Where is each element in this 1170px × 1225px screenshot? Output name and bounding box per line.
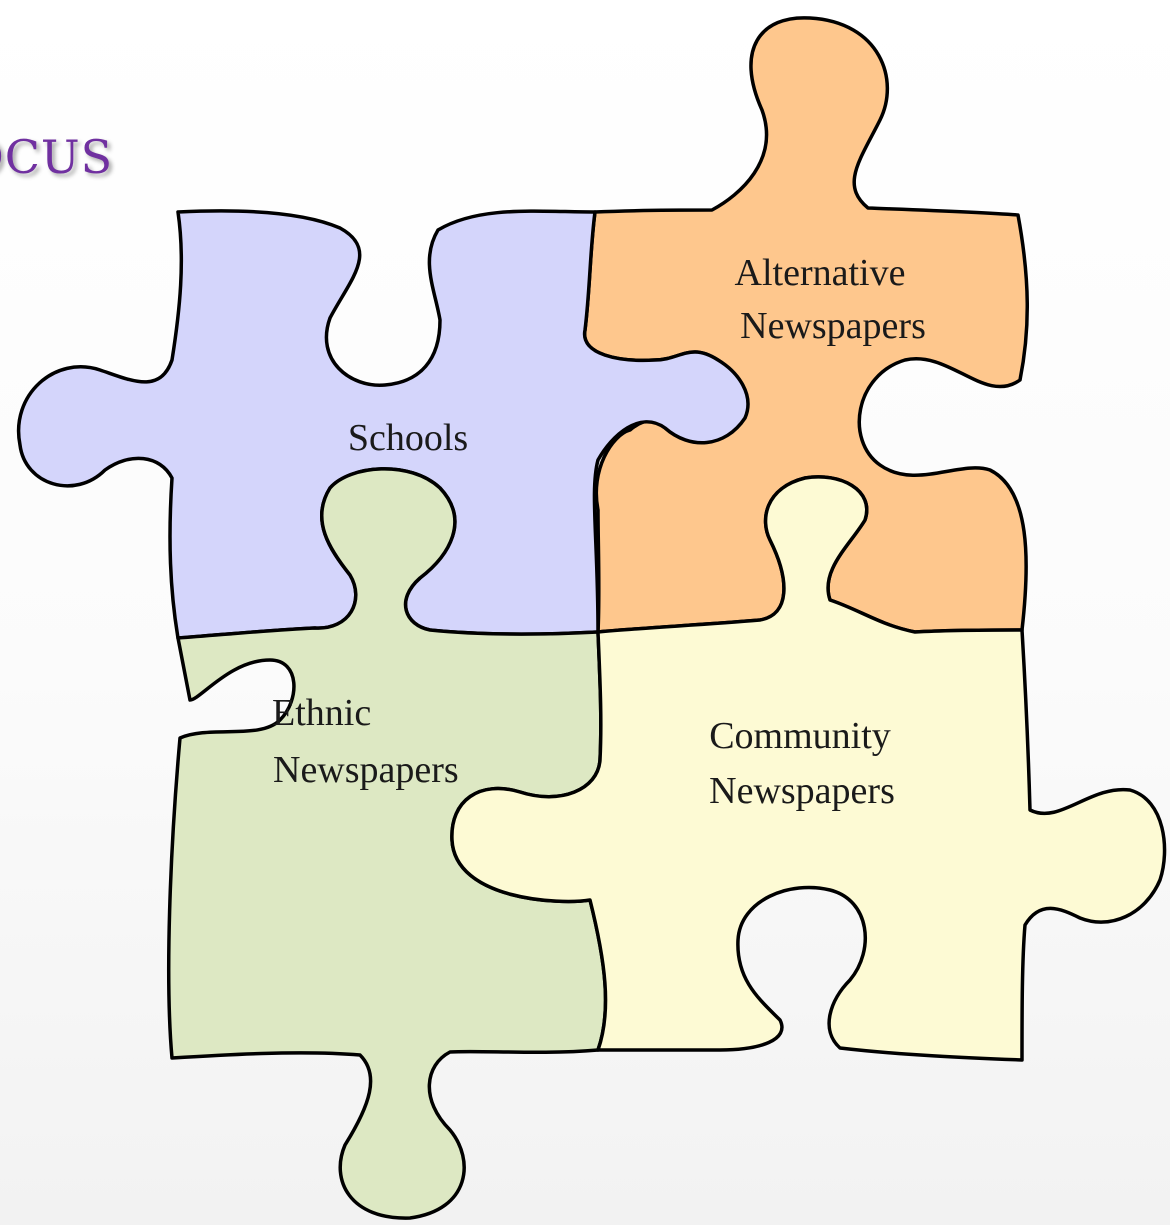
label-community-line2: Newspapers bbox=[709, 770, 895, 812]
label-ethnic-line1: Ethnic bbox=[272, 692, 371, 734]
label-schools: Schools bbox=[348, 417, 468, 459]
label-alternative-line1: Alternative bbox=[735, 252, 906, 294]
piece-community-newspapers bbox=[450, 475, 1167, 1062]
slide-title: ocus bbox=[0, 112, 114, 189]
label-ethnic-line2: Newspapers bbox=[273, 749, 459, 791]
label-community-line1: Community bbox=[709, 715, 891, 757]
label-alternative-line2: Newspapers bbox=[740, 305, 926, 347]
